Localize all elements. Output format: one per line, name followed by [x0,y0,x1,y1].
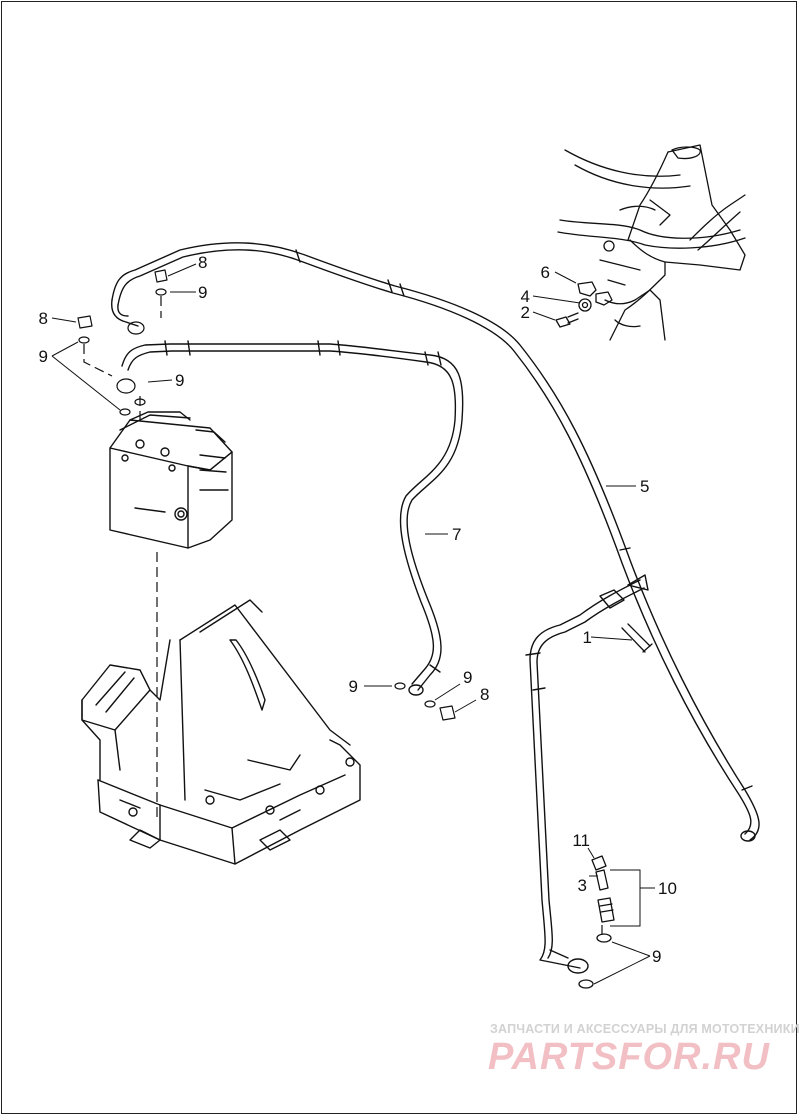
callout-9-bottom: 9 [652,947,661,966]
callout-9-top: 9 [198,283,207,302]
abs-mounting-bracket [81,599,361,865]
leader-lines [51,263,655,985]
abs-unit [109,411,233,549]
callout-2: 2 [521,303,530,322]
callout-9-abs: 9 [175,371,184,390]
callout-11: 11 [572,831,590,850]
callout-1: 1 [583,628,592,647]
bleeder-assembly [578,855,615,989]
alignment-lines [83,296,603,935]
callout-7: 7 [452,525,461,544]
callout-numbers: 1 2 3 4 5 6 7 8 8 8 9 9 9 9 9 9 10 11 [39,253,677,966]
callout-5: 5 [640,477,649,496]
callout-6: 6 [541,263,550,282]
bolt-1 [621,623,653,653]
callout-9-left: 9 [39,347,48,366]
callout-8-top: 8 [198,253,207,272]
brake-line-7 [121,340,464,696]
frame-steering-head [557,144,746,341]
clamp-bracket [555,281,613,328]
watermark-tagline: ЗАПЧАСТИ И АКСЕССУАРЫ ДЛЯ МОТОТЕХНИКИ [490,1022,800,1036]
brake-line-lower [525,574,649,974]
callout-3: 3 [578,876,587,895]
brake-line-5 [111,242,760,842]
callout-8-lower: 8 [480,685,489,704]
watermark-logo: PARTSFOR.RU [488,1036,770,1078]
callout-9-hose-right: 9 [463,668,472,687]
callout-8-left: 8 [39,309,48,328]
callout-4: 4 [521,287,530,306]
abs-fittings [77,269,456,721]
callout-10: 10 [658,879,677,898]
callout-9-hose-left: 9 [349,677,358,696]
